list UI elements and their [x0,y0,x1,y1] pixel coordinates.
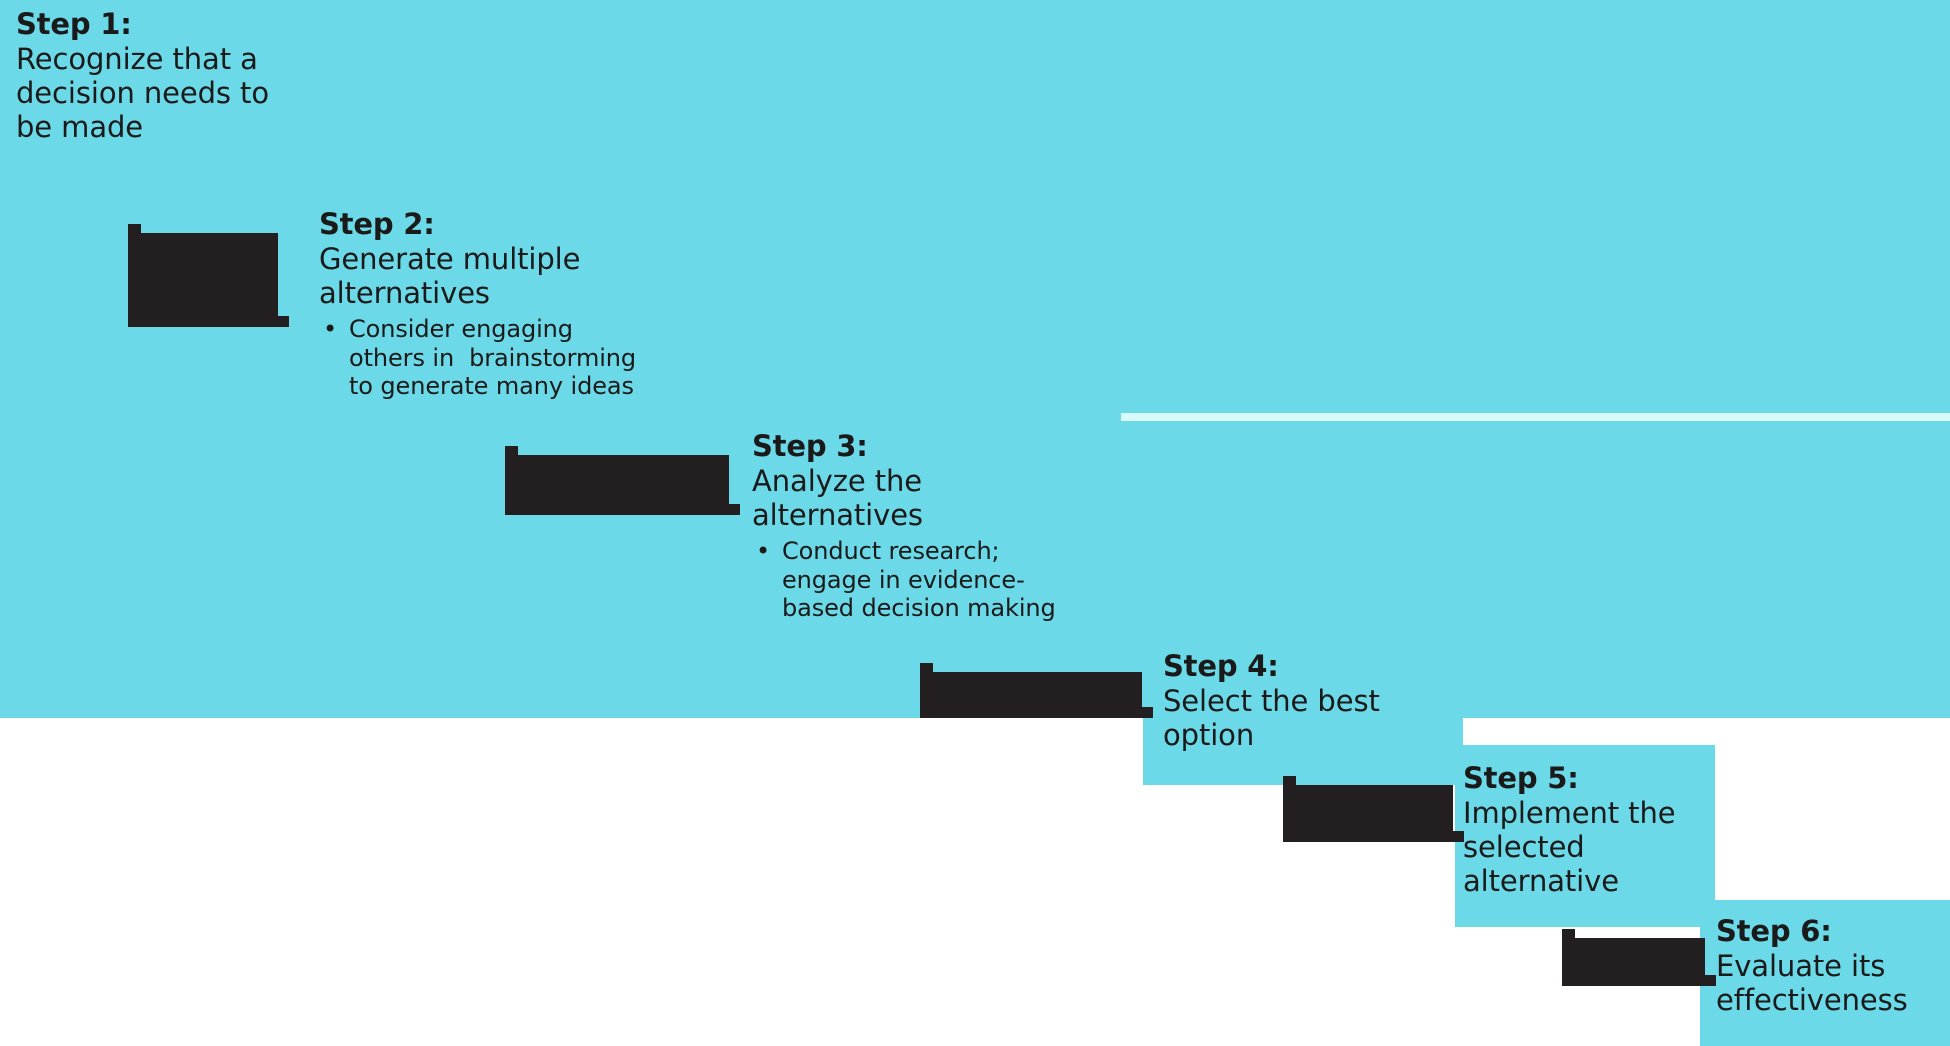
step-2: Step 2: Generate multiple alternatives •… [319,207,649,401]
step-4: Step 4: Select the best option [1163,649,1433,753]
white-horizontal-rule [1121,413,1950,421]
step-2-title: Step 2: [319,207,435,241]
tread-notch-bottom-right [1452,831,1464,842]
cyan-panel-step4-block [1143,640,1463,785]
tread-notch-top-left [1562,929,1575,939]
bullet-icon: • [323,314,338,343]
step-3-bullets: • Conduct research; engage in evidence-ba… [752,537,1072,623]
tread-bar-4 [1283,776,1464,842]
tread-bar-2 [505,446,740,515]
tread-bar-1 [128,224,289,327]
step-3-body: Analyze the alternatives [752,463,923,532]
tread-notch-top-left [128,224,141,234]
bullet-icon: • [756,536,771,565]
step-1-title: Step 1: [16,7,132,41]
tread-notch-bottom-right [1704,975,1716,986]
tread-notch-bottom-right [1141,707,1153,718]
cyan-panel-tier-1 [0,0,920,718]
cyan-panel-step6-block [1700,900,1950,1046]
step-1: Step 1: Recognize that a decision needs … [16,7,296,145]
list-item: • Consider engaging others in brainstormi… [319,315,649,401]
tread-notch-top-left [1283,776,1296,786]
list-item-text: Conduct research; engage in evidence-bas… [782,536,1056,623]
tread-notch-top-left [920,663,933,673]
tread-notch-bottom-right [728,504,740,515]
list-item: • Conduct research; engage in evidence-ba… [752,537,1072,623]
step-6: Step 6: Evaluate its effectiveness [1716,914,1950,1018]
step-5-title: Step 5: [1463,761,1579,795]
step-2-body: Generate multiple alternatives [319,241,581,310]
tread-bar-5 [1562,929,1716,986]
step-1-body: Recognize that a decision needs to be ma… [16,41,269,144]
tread-bar-3 [920,663,1153,718]
tread-notch-bottom-right [277,316,289,327]
cyan-panel-step5-block [1455,745,1715,927]
step-4-title: Step 4: [1163,649,1279,683]
step-5: Step 5: Implement the selected alternati… [1463,761,1703,899]
step-6-title: Step 6: [1716,914,1832,948]
tread-notch-top-left [505,446,518,456]
step-2-bullets: • Consider engaging others in brainstormi… [319,315,649,401]
step-3: Step 3: Analyze the alternatives • Conduc… [752,429,1072,623]
cyan-panel-tier-2 [920,0,1950,718]
step-4-body: Select the best option [1163,683,1380,752]
list-item-text: Consider engaging others in brainstormin… [349,314,644,401]
step-6-body: Evaluate its effectiveness [1716,948,1908,1017]
step-5-body: Implement the selected alternative [1463,795,1676,898]
step-3-title: Step 3: [752,429,868,463]
